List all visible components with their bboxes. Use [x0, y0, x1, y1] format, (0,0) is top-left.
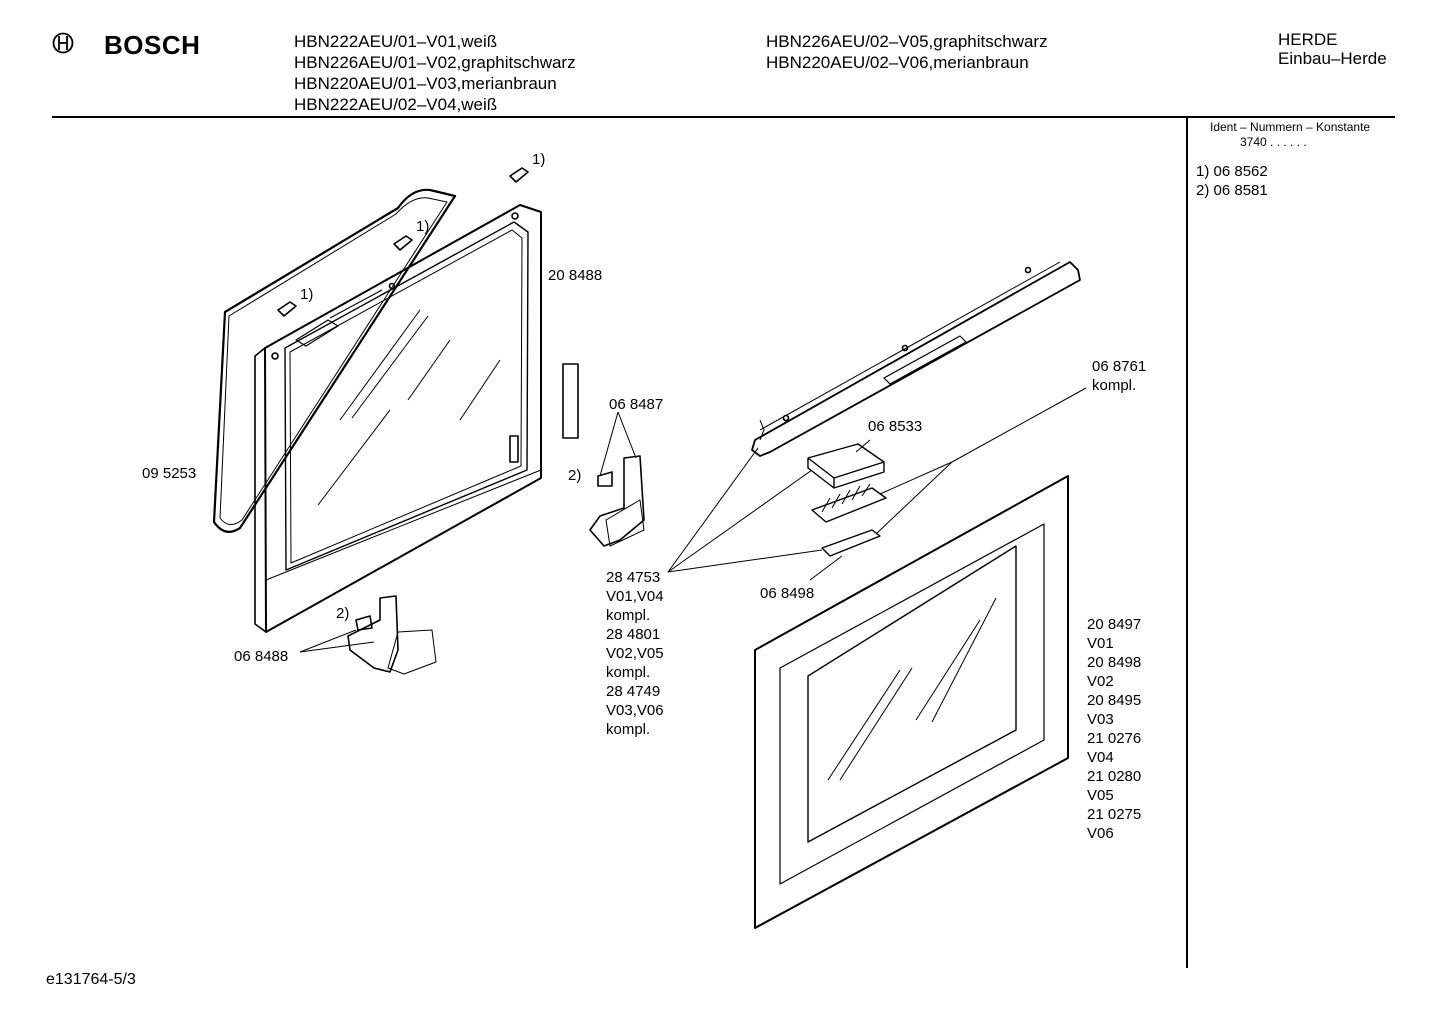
label-handle-kit: 06 8761 kompl.: [1092, 358, 1147, 394]
label-door-frame: 20 8488: [548, 267, 603, 284]
bosch-logo-icon: [52, 32, 74, 54]
hinge-right: [590, 456, 644, 546]
ref-note-1: 1) 06 8562: [1196, 163, 1268, 180]
model-line: HBN226AEU/01–V02,graphitschwarz: [294, 53, 576, 72]
label-vent-cover: 06 8533: [868, 418, 923, 435]
vent-cover: [808, 444, 884, 488]
inner-door-frame: [255, 205, 541, 632]
door-handle: [752, 262, 1080, 456]
model-line: HBN220AEU/01–V03,merianbraun: [294, 74, 557, 93]
outer-glass-panel: [755, 476, 1068, 928]
note-marker: 2): [568, 467, 582, 484]
ident-value: 3740 . . . . . .: [1240, 135, 1307, 149]
label-handle-variants: 28 4753 V01,V04 kompl. 28 4801 V02,V05 k…: [606, 569, 664, 738]
sidebar-divider: [1186, 116, 1188, 968]
model-list-secondary: HBN226AEU/02–V05,graphitschwarz HBN220AE…: [766, 31, 1048, 73]
label-gasket: 09 5253: [142, 465, 197, 482]
label-glass-variants: 20 8497 V01 20 8498 V02 20 8495 V03 21 0…: [1087, 616, 1142, 842]
category-label: HERDE Einbau–Herde: [1278, 30, 1387, 68]
category-sub: Einbau–Herde: [1278, 49, 1387, 68]
strip-part: [563, 364, 578, 438]
grill-insert: [812, 484, 886, 522]
hinge-bottom: [348, 596, 436, 674]
drawing-id: e131764-5/3: [46, 971, 136, 988]
model-line: HBN222AEU/02–V04,weiß: [294, 95, 498, 114]
model-line: HBN226AEU/02–V05,graphitschwarz: [766, 32, 1048, 51]
ident-title: Ident – Nummern – Konstante: [1210, 120, 1371, 134]
note-marker: 1): [300, 286, 314, 303]
brand-name: BOSCH: [104, 30, 201, 60]
model-line: HBN222AEU/01–V01,weiß: [294, 32, 498, 51]
model-line: HBN220AEU/02–V06,merianbraun: [766, 53, 1029, 72]
note-marker: 2): [336, 605, 350, 622]
label-hinge-right: 06 8487: [609, 396, 664, 413]
label-grill-strip: 06 8498: [760, 585, 815, 602]
leader-lines: [300, 388, 1086, 652]
ref-note-2: 2) 06 8581: [1196, 182, 1268, 199]
label-hinge-bottom: 06 8488: [234, 648, 289, 665]
note-marker: 1): [416, 218, 430, 235]
clip-parts: [278, 168, 528, 316]
category-main: HERDE: [1278, 30, 1338, 49]
model-list-primary: HBN222AEU/01–V01,weiß HBN226AEU/01–V02,g…: [294, 31, 576, 115]
note-marker: 1): [532, 151, 546, 168]
header-divider: [52, 116, 1395, 118]
door-gasket: [214, 190, 455, 532]
grill-strip: [822, 530, 880, 556]
